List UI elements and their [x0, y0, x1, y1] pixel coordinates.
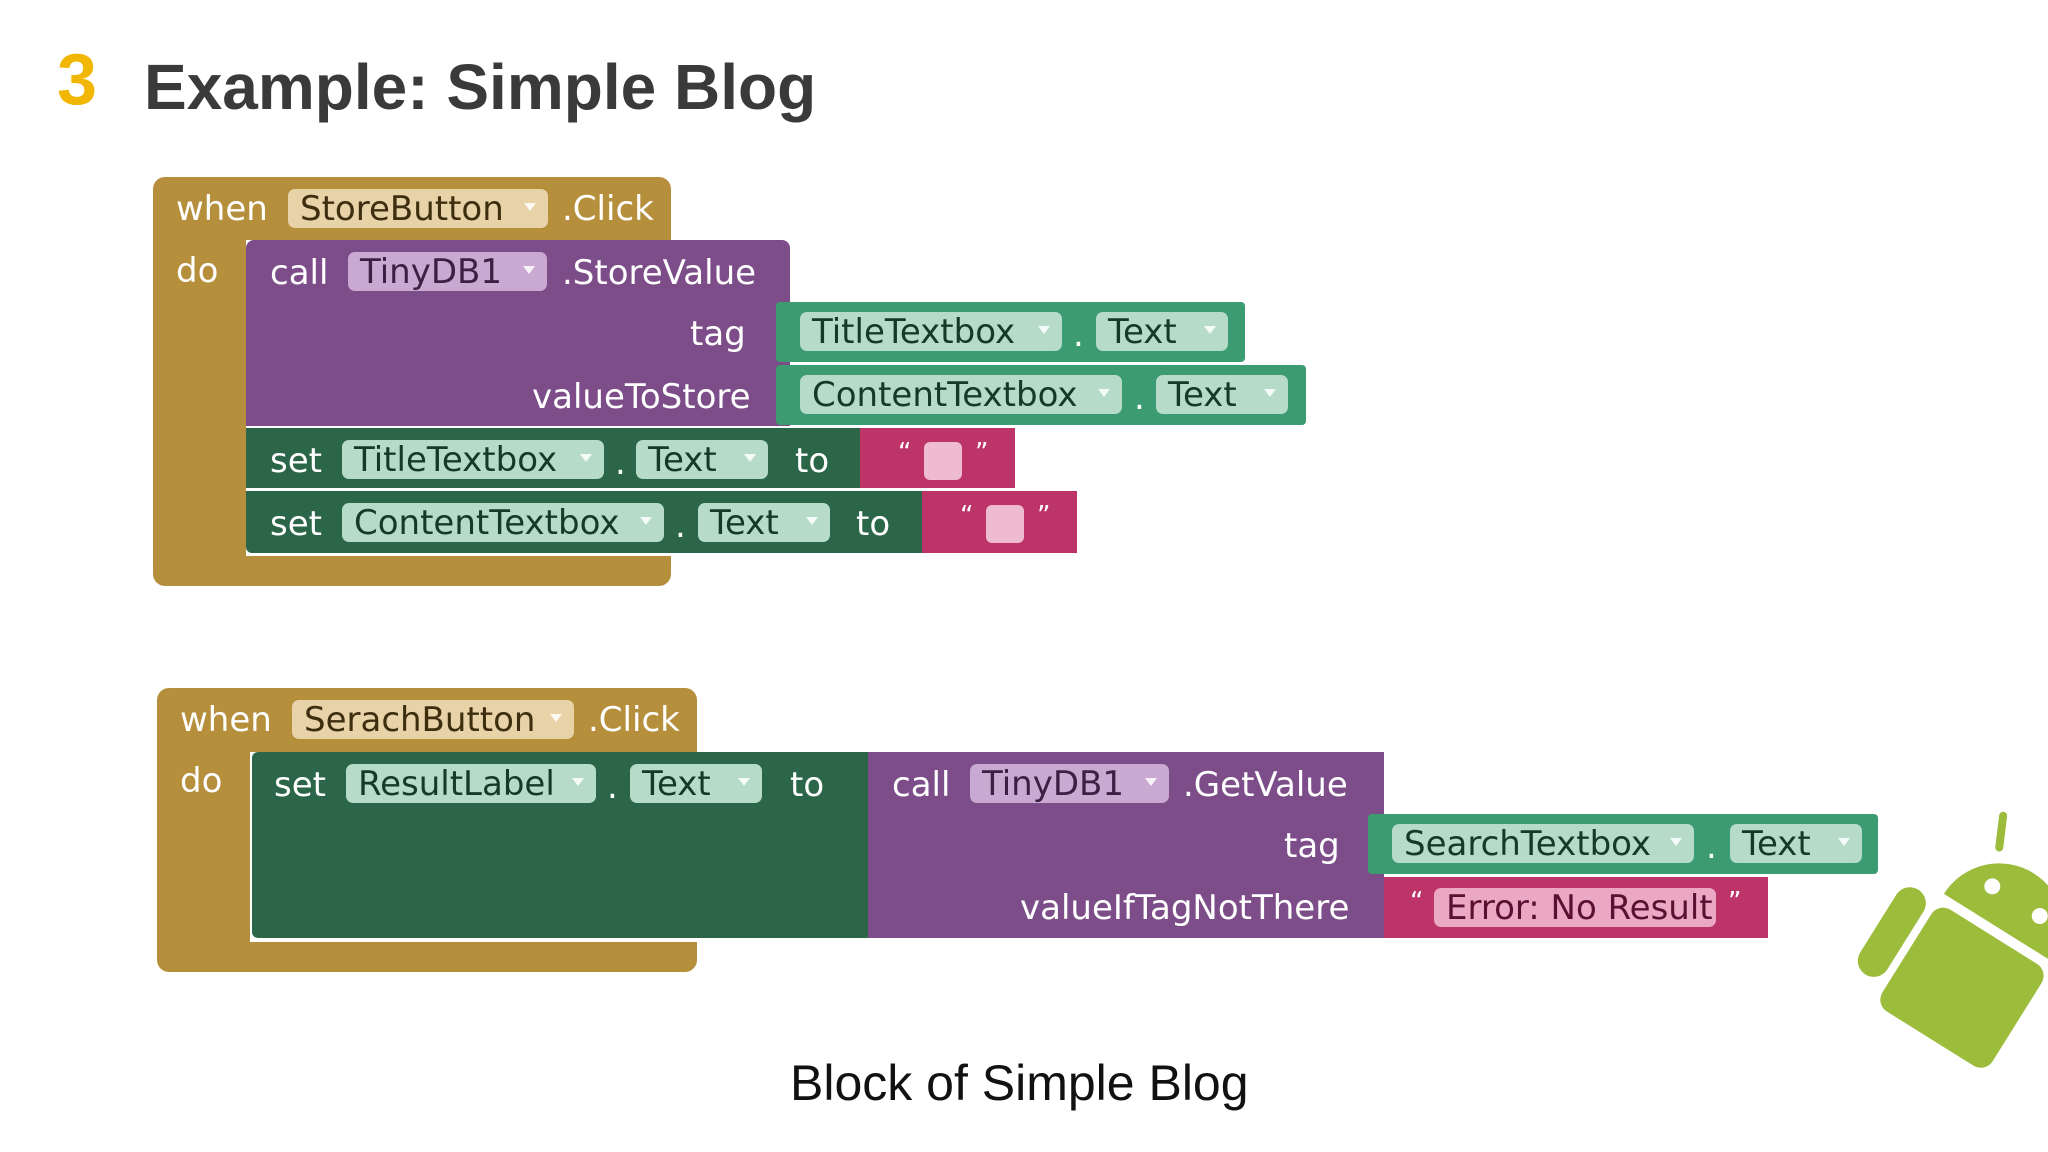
dropdown-value: TitleTextbox: [354, 439, 558, 480]
value-to-store-label: valueToStore: [532, 377, 751, 417]
android-logo: [1857, 811, 2048, 1068]
title-textbox-dropdown[interactable]: TitleTextbox: [342, 439, 604, 480]
chevron-down-icon: [1670, 838, 1682, 846]
content-textbox-dropdown[interactable]: ContentTextbox: [342, 502, 664, 543]
chevron-down-icon: [744, 454, 756, 462]
dropdown-value: Text: [1168, 374, 1237, 415]
diagram-caption: Block of Simple Blog: [790, 1055, 1249, 1111]
error-text-field[interactable]: Error: No Result: [1434, 887, 1716, 928]
dropdown-value: ResultLabel: [358, 763, 555, 804]
chevron-down-icon: [550, 714, 562, 722]
close-quote: ”: [1037, 501, 1051, 531]
dropdown-value: TinyDB1: [982, 763, 1124, 804]
to-label: to: [856, 504, 891, 544]
dropdown-value: Text: [642, 763, 711, 804]
dot-separator: .: [675, 506, 686, 546]
chevron-down-icon: [523, 266, 535, 274]
set-label: set: [270, 504, 322, 544]
dot-separator: .: [1134, 378, 1145, 418]
when-label: when: [180, 700, 272, 740]
dropdown-value: TitleTextbox: [812, 311, 1016, 352]
text-property-dropdown[interactable]: Text: [1156, 374, 1288, 415]
dot-separator: .: [615, 443, 626, 483]
close-quote: ”: [975, 438, 989, 468]
text-property-dropdown[interactable]: Text: [636, 439, 768, 480]
to-label: to: [795, 441, 830, 481]
text-property-dropdown[interactable]: Text: [1096, 311, 1228, 352]
slide-number: 3: [57, 40, 98, 120]
dropdown-value: TinyDB1: [360, 251, 502, 292]
event-name: .Click: [562, 189, 654, 229]
chevron-down-icon: [1145, 778, 1157, 786]
method-name: .GetValue: [1183, 765, 1348, 805]
tag-label: tag: [690, 314, 746, 354]
empty-string-field[interactable]: [986, 505, 1024, 543]
text-property-dropdown[interactable]: Text: [630, 763, 762, 804]
chevron-down-icon: [1038, 326, 1050, 334]
text-value: Error: No Result: [1446, 887, 1713, 928]
chevron-down-icon: [1098, 389, 1110, 397]
dot-separator: .: [1073, 315, 1084, 355]
when-label: when: [176, 189, 268, 229]
dropdown-value: SearchTextbox: [1404, 823, 1652, 864]
set-label: set: [274, 765, 326, 805]
open-quote: “: [898, 438, 912, 468]
method-name: .StoreValue: [562, 253, 757, 293]
do-label: do: [176, 251, 219, 291]
dropdown-value: Text: [1108, 311, 1177, 352]
chevron-down-icon: [1838, 838, 1850, 846]
dropdown-value: Text: [710, 502, 779, 543]
chevron-down-icon: [738, 778, 750, 786]
event-name: .Click: [588, 700, 680, 740]
store-button-dropdown[interactable]: StoreButton: [288, 188, 548, 229]
tinydb-dropdown[interactable]: TinyDB1: [970, 763, 1169, 804]
dropdown-value: Text: [648, 439, 717, 480]
to-label: to: [790, 765, 825, 805]
dropdown-value: SerachButton: [304, 699, 536, 740]
chevron-down-icon: [806, 517, 818, 525]
dropdown-value: ContentTextbox: [354, 502, 620, 543]
value-if-tag-not-there-label: valueIfTagNotThere: [1020, 888, 1350, 928]
set-label: set: [270, 441, 322, 481]
chevron-down-icon: [640, 517, 652, 525]
dot-separator: .: [1706, 827, 1717, 867]
text-property-dropdown[interactable]: Text: [1730, 823, 1862, 864]
dropdown-value: ContentTextbox: [812, 374, 1078, 415]
content-textbox-dropdown[interactable]: ContentTextbox: [800, 374, 1122, 415]
search-button-dropdown[interactable]: SerachButton: [292, 699, 574, 740]
tinydb-dropdown[interactable]: TinyDB1: [348, 251, 547, 292]
chevron-down-icon: [580, 454, 592, 462]
result-label-dropdown[interactable]: ResultLabel: [346, 763, 596, 804]
close-quote: ”: [1728, 887, 1742, 917]
search-textbox-dropdown[interactable]: SearchTextbox: [1392, 823, 1694, 864]
open-quote: “: [960, 501, 974, 531]
tag-label: tag: [1284, 826, 1340, 866]
empty-string-field[interactable]: [924, 442, 962, 480]
open-quote: “: [1410, 887, 1424, 917]
chevron-down-icon: [1264, 389, 1276, 397]
chevron-down-icon: [1204, 326, 1216, 334]
chevron-down-icon: [524, 203, 536, 211]
text-property-dropdown[interactable]: Text: [698, 502, 830, 543]
call-label: call: [270, 253, 329, 293]
do-label: do: [180, 761, 223, 801]
chevron-down-icon: [572, 778, 584, 786]
call-label: call: [892, 765, 951, 805]
dot-separator: .: [607, 767, 618, 807]
dropdown-value: StoreButton: [300, 188, 504, 229]
slide-title: Example: Simple Blog: [144, 51, 817, 123]
title-textbox-dropdown[interactable]: TitleTextbox: [800, 311, 1062, 352]
dropdown-value: Text: [1742, 823, 1811, 864]
